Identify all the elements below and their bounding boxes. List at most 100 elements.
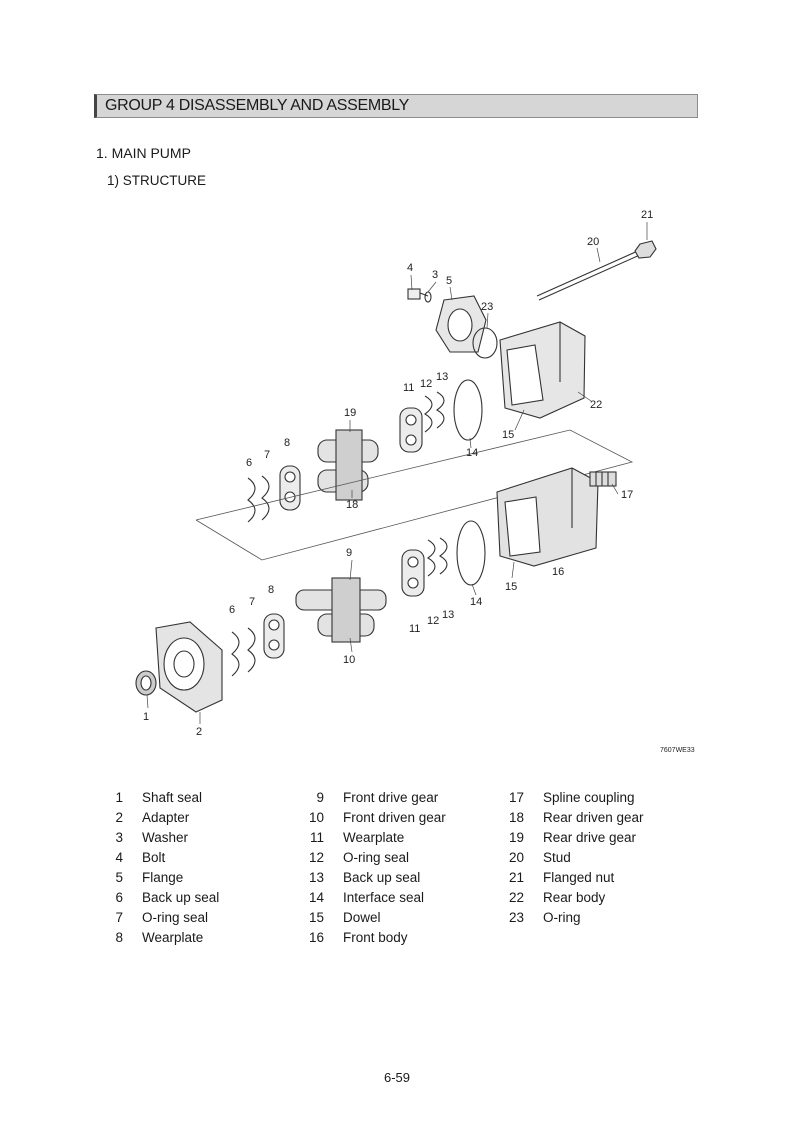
part-name: Washer: [142, 830, 189, 845]
part-number: 15: [308, 910, 324, 925]
part-number: 12: [308, 850, 324, 865]
part-name: Front body: [343, 930, 408, 945]
callout-11: 11: [403, 382, 414, 394]
part-number: 22: [508, 890, 524, 905]
flanged-nut-part: [634, 240, 657, 259]
part-number: 13: [308, 870, 324, 885]
callout-10: 10: [343, 654, 355, 666]
callout-12: 12: [420, 378, 432, 390]
rear-gears-part: [317, 429, 379, 501]
callout-16: 16: [552, 566, 564, 578]
callout-11-lower: 11: [409, 623, 420, 635]
list-item: 11 Wearplate: [298, 830, 508, 850]
callout-17: 17: [621, 489, 633, 501]
part-name: Flange: [142, 870, 184, 885]
subsection-title: 1) STRUCTURE: [107, 173, 207, 188]
part-number: 1: [115, 790, 123, 805]
callout-13: 13: [436, 371, 448, 383]
part-number: 17: [508, 790, 524, 805]
list-item: 4 Bolt: [97, 850, 307, 870]
part-number: 3: [115, 830, 123, 845]
part-number: 4: [115, 850, 123, 865]
part-name: Spline coupling: [543, 790, 635, 805]
callout-18: 18: [346, 499, 358, 511]
part-number: 16: [308, 930, 324, 945]
part-number: 6: [115, 890, 123, 905]
part-number: 21: [508, 870, 524, 885]
callout-8: 8: [284, 437, 290, 449]
part-number: 10: [308, 810, 324, 825]
list-item: 16 Front body: [298, 930, 508, 950]
list-item: 10 Front driven gear: [298, 810, 508, 830]
callout-15-lower: 15: [505, 581, 517, 593]
callout-15: 15: [502, 429, 514, 441]
part-number: 5: [115, 870, 123, 885]
part-number: 8: [115, 930, 123, 945]
part-name: Flanged nut: [543, 870, 615, 885]
callout-6: 6: [246, 457, 252, 469]
part-name: Rear driven gear: [543, 810, 644, 825]
part-number: 23: [508, 910, 524, 925]
list-item: 23 O-ring: [498, 910, 708, 930]
adapter-part: [155, 621, 223, 713]
group-title: GROUP 4 DISASSEMBLY AND ASSEMBLY: [105, 97, 410, 114]
part-number: 11: [309, 830, 324, 845]
callout-7: 7: [264, 449, 270, 461]
list-item: 5 Flange: [97, 870, 307, 890]
part-name: Wearplate: [343, 830, 405, 845]
callout-23: 23: [481, 301, 493, 313]
seal-rings-lower-part: [426, 537, 448, 577]
callout-1: 1: [143, 711, 149, 723]
rear-body-part: [499, 321, 586, 419]
diagram-callouts: 21 20 4 3 5 23 22 11 12 13 15 14 19 8 7 …: [143, 209, 695, 754]
part-number: 2: [115, 810, 123, 825]
seal-rings-rear-part: [247, 475, 270, 523]
callout-14-lower: 14: [470, 596, 482, 608]
shaft-seal-part: [135, 670, 157, 696]
exploded-pump-diagram: 21 20 4 3 5 23 22 11 12 13 15 14 19 8 7 …: [135, 209, 695, 754]
part-number: 9: [316, 790, 324, 805]
callout-3: 3: [432, 269, 438, 281]
callout-6-lower: 6: [229, 604, 235, 616]
interface-seal-upper-part: [453, 379, 483, 441]
callout-8-lower: 8: [268, 584, 274, 596]
part-name: Back up seal: [142, 890, 220, 905]
list-item: 6 Back up seal: [97, 890, 307, 910]
part-number: 14: [308, 890, 324, 905]
list-item: 21 Flanged nut: [498, 870, 708, 890]
wearplate-upper-part: [399, 407, 423, 453]
part-name: Adapter: [142, 810, 190, 825]
seal-rings-upper-part: [423, 391, 445, 433]
callout-13-lower: 13: [442, 609, 454, 621]
part-name: O-ring: [543, 910, 581, 925]
front-gears-part: [295, 577, 387, 643]
part-number: 20: [508, 850, 524, 865]
list-item: 3 Washer: [97, 830, 307, 850]
wearplate-rear-part: [279, 465, 301, 511]
drawing-code: 7607WE33: [660, 747, 695, 754]
section-outline: [195, 429, 634, 561]
parts-list-column-1: 1 Shaft seal 2 Adapter 3 Washer 4 Bolt 5 Flan…: [97, 790, 307, 950]
list-item: 17 Spline coupling: [498, 790, 708, 810]
part-name: Front driven gear: [343, 810, 446, 825]
list-item: 1 Shaft seal: [97, 790, 307, 810]
callout-20: 20: [587, 236, 599, 248]
part-name: Shaft seal: [142, 790, 203, 805]
callout-22: 22: [590, 399, 602, 411]
group-header-bar: GROUP 4 DISASSEMBLY AND ASSEMBLY: [94, 94, 698, 118]
o-ring-part: [472, 327, 498, 359]
flange-part: [435, 295, 487, 353]
washer-part: [424, 291, 432, 303]
part-name: Bolt: [142, 850, 166, 865]
wearplate-lower-part: [401, 549, 425, 597]
callout-14: 14: [466, 447, 478, 459]
part-number: 19: [508, 830, 524, 845]
